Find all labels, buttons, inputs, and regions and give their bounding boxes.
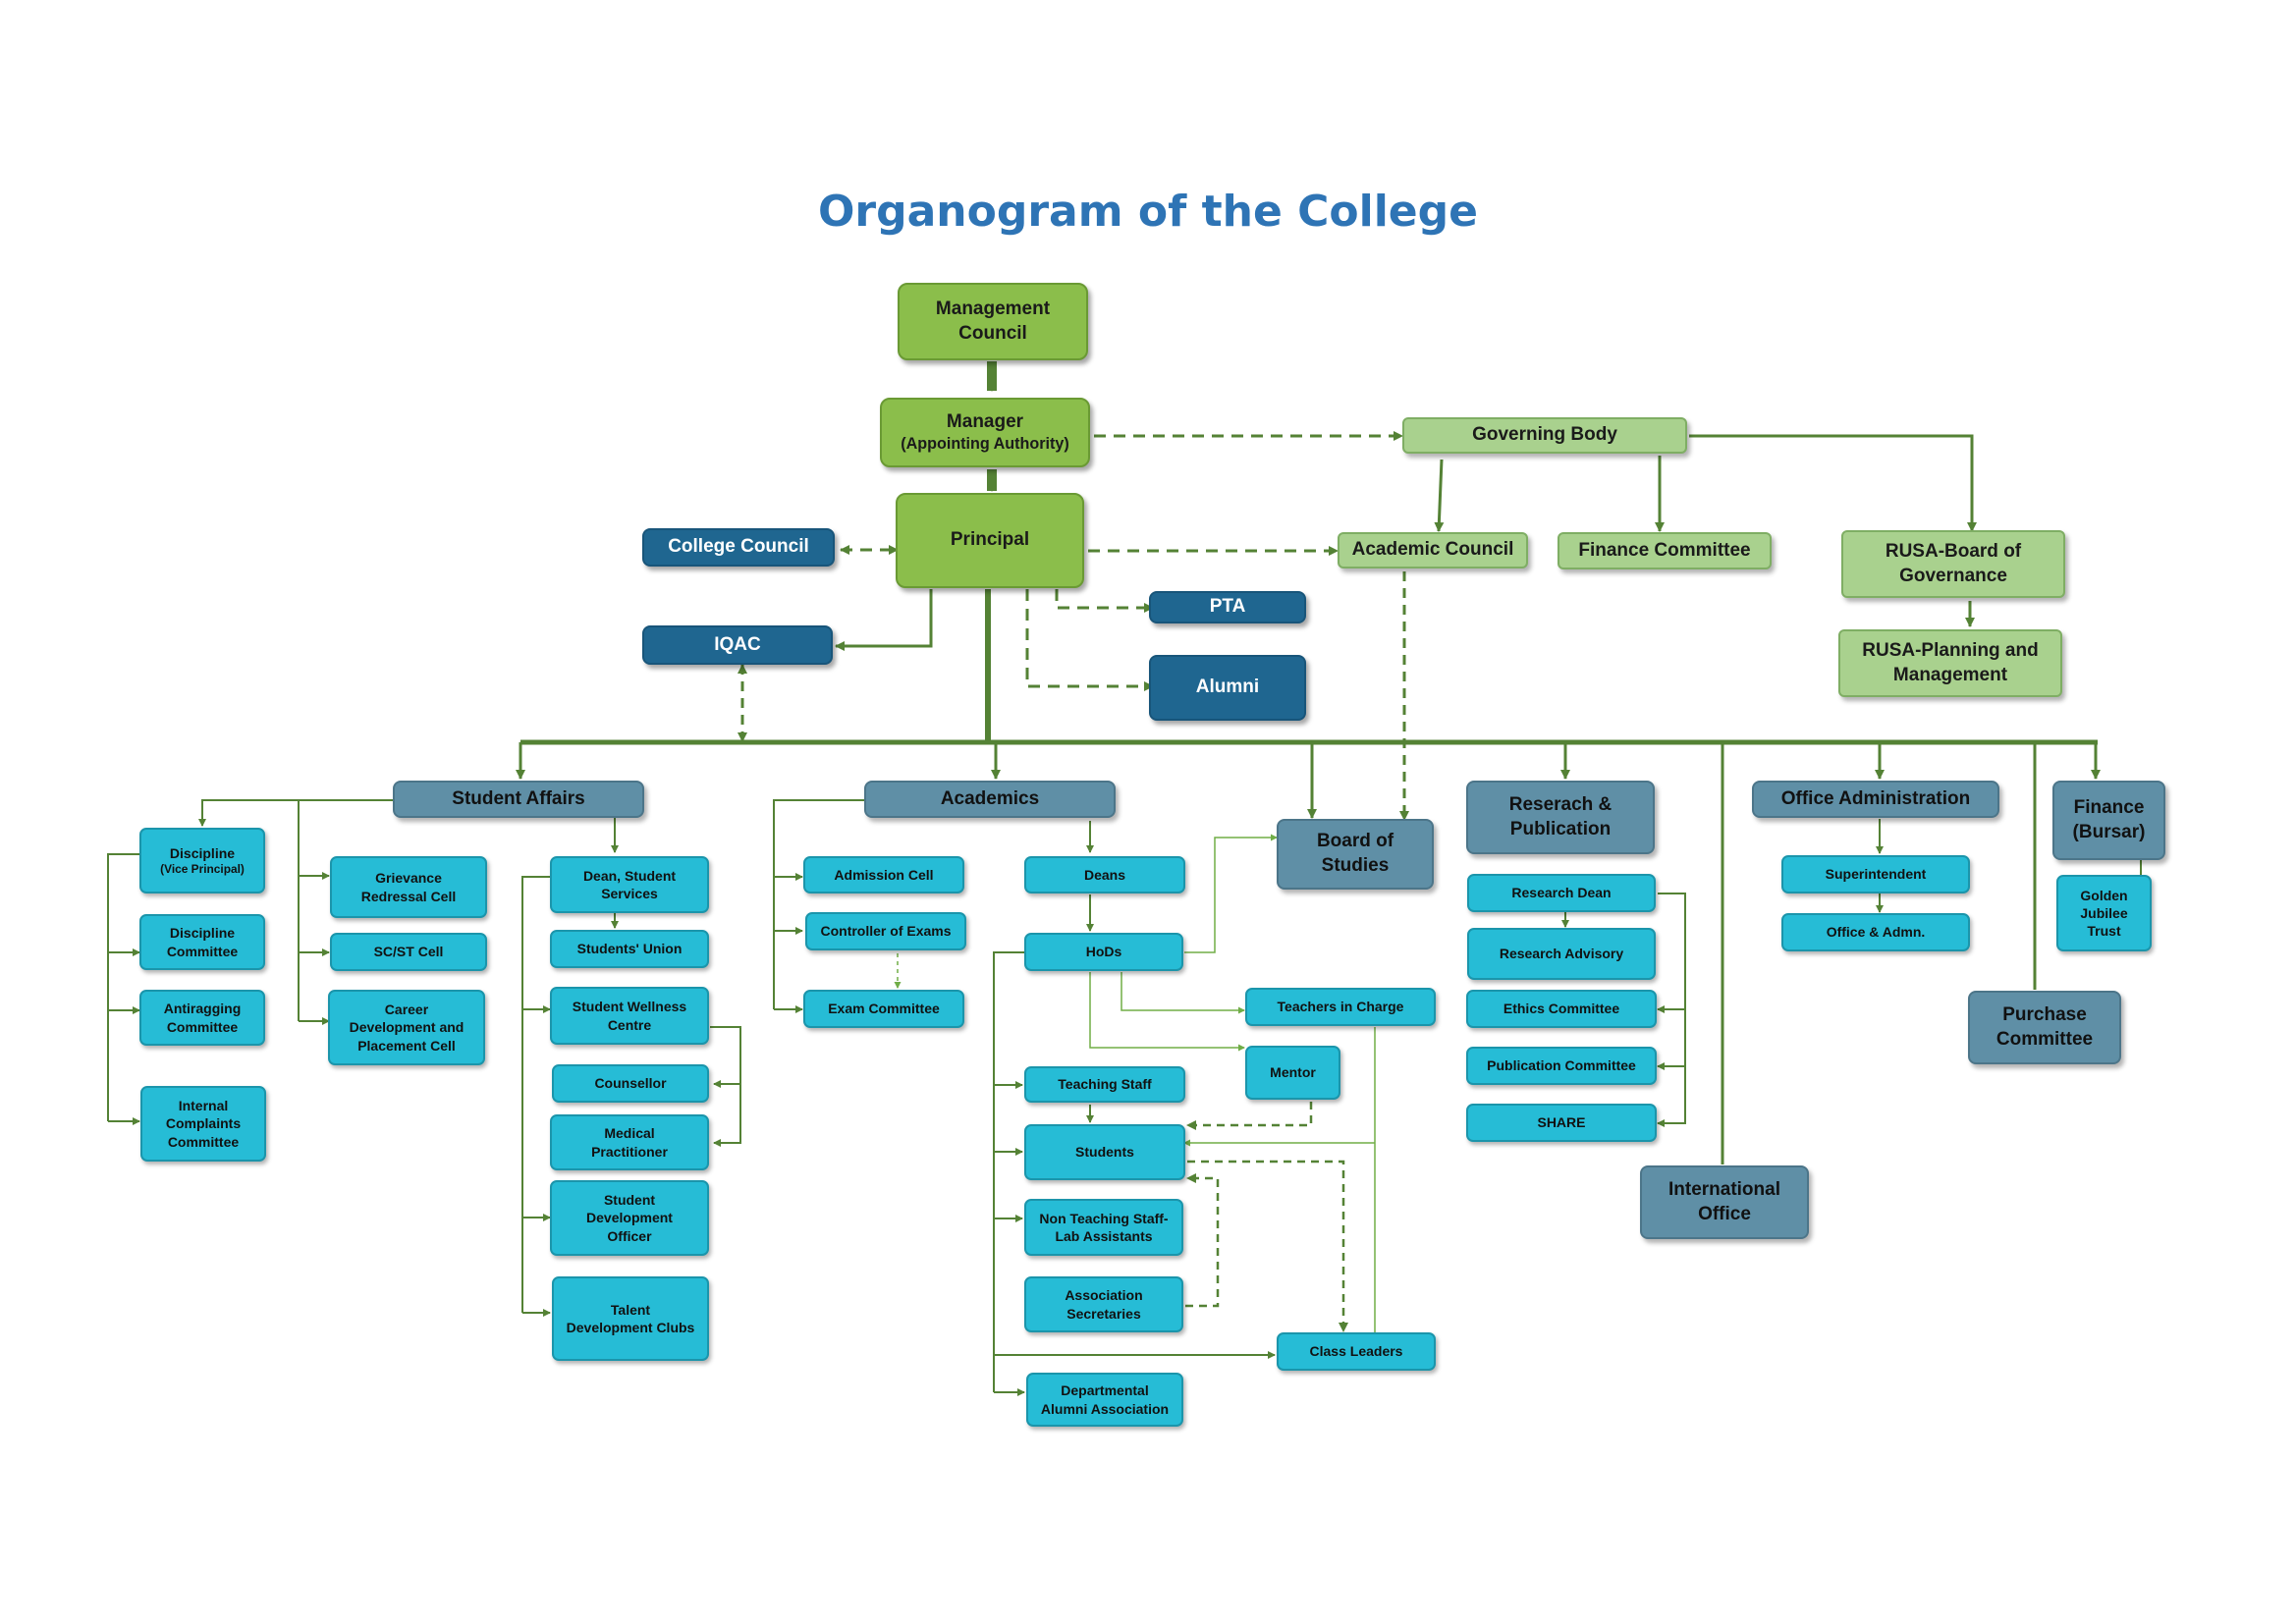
node-medical-practitioner[interactable]: Medical Practitioner — [550, 1114, 709, 1170]
manager-sublabel: (Appointing Authority) — [901, 435, 1069, 454]
node-dean-student-services[interactable]: Dean, Student Services — [550, 856, 709, 913]
page-title: Organogram of the College — [818, 187, 1478, 237]
node-finance-committee[interactable]: Finance Committee — [1558, 532, 1772, 569]
node-association-secretaries[interactable]: Association Secretaries — [1024, 1276, 1183, 1332]
node-finance-bursar[interactable]: Finance (Bursar) — [2052, 781, 2165, 860]
node-board-of-studies[interactable]: Board of Studies — [1277, 819, 1434, 890]
node-antiragging-committee[interactable]: Antiragging Committee — [139, 990, 265, 1046]
node-alumni[interactable]: Alumni — [1149, 655, 1306, 721]
node-exam-committee[interactable]: Exam Committee — [803, 990, 964, 1028]
node-ethics-committee[interactable]: Ethics Committee — [1466, 990, 1657, 1028]
node-deans[interactable]: Deans — [1024, 856, 1185, 893]
node-internal-complaints[interactable]: Internal Complaints Committee — [140, 1086, 266, 1162]
node-research-dean[interactable]: Research Dean — [1467, 874, 1656, 912]
node-career-cell[interactable]: Career Development and Placement Cell — [328, 990, 485, 1065]
discipline-vp-label: Discipline — [169, 844, 236, 861]
node-discipline-committee[interactable]: Discipline Committee — [139, 914, 265, 970]
node-controller-exams[interactable]: Controller of Exams — [805, 912, 966, 950]
node-wellness-centre[interactable]: Student Wellness Centre — [550, 987, 709, 1045]
node-share[interactable]: SHARE — [1466, 1104, 1657, 1142]
node-non-teaching[interactable]: Non Teaching Staff- Lab Assistants — [1024, 1199, 1183, 1256]
node-hods[interactable]: HoDs — [1024, 933, 1183, 971]
node-teaching-staff[interactable]: Teaching Staff — [1024, 1066, 1185, 1103]
node-counsellor[interactable]: Counsellor — [552, 1064, 709, 1103]
discipline-vp-sublabel: (Vice Principal) — [160, 861, 245, 876]
node-rusa-board[interactable]: RUSA-Board of Governance — [1841, 530, 2065, 598]
node-student-dev-officer[interactable]: Student Development Officer — [550, 1180, 709, 1256]
node-class-leaders[interactable]: Class Leaders — [1277, 1332, 1436, 1371]
node-publication-committee[interactable]: Publication Committee — [1466, 1047, 1657, 1085]
node-superintendent[interactable]: Superintendent — [1781, 855, 1970, 893]
node-student-affairs[interactable]: Student Affairs — [393, 781, 644, 818]
node-mentor[interactable]: Mentor — [1245, 1046, 1340, 1100]
node-governing-body[interactable]: Governing Body — [1402, 417, 1687, 454]
node-management-council[interactable]: Management Council — [898, 283, 1088, 360]
node-principal[interactable]: Principal — [896, 493, 1084, 588]
node-rusa-planning[interactable]: RUSA-Planning and Management — [1838, 629, 2062, 697]
node-college-council[interactable]: College Council — [642, 528, 835, 567]
node-scst-cell[interactable]: SC/ST Cell — [330, 933, 487, 971]
node-research-publication[interactable]: Reserach & Publication — [1466, 781, 1655, 854]
node-research-advisory[interactable]: Research Advisory — [1467, 928, 1656, 980]
node-office-admn[interactable]: Office & Admn. — [1781, 913, 1970, 951]
node-iqac[interactable]: IQAC — [642, 625, 833, 665]
node-students-union[interactable]: Students' Union — [550, 930, 709, 968]
node-dept-alumni[interactable]: Departmental Alumni Association — [1026, 1373, 1183, 1427]
node-manager[interactable]: Manager (Appointing Authority) — [880, 398, 1090, 467]
node-international-office[interactable]: International Office — [1640, 1165, 1809, 1239]
node-students[interactable]: Students — [1024, 1124, 1185, 1180]
node-talent-clubs[interactable]: Talent Development Clubs — [552, 1276, 709, 1361]
node-golden-jubilee[interactable]: Golden Jubilee Trust — [2056, 875, 2152, 951]
node-teachers-in-charge[interactable]: Teachers in Charge — [1245, 988, 1436, 1026]
node-academics[interactable]: Academics — [864, 781, 1116, 818]
node-purchase-committee[interactable]: Purchase Committee — [1968, 991, 2121, 1064]
node-pta[interactable]: PTA — [1149, 591, 1306, 623]
manager-label: Manager — [946, 410, 1024, 432]
node-office-administration[interactable]: Office Administration — [1752, 781, 1999, 818]
node-grievance-cell[interactable]: Grievance Redressal Cell — [330, 856, 487, 918]
node-admission-cell[interactable]: Admission Cell — [803, 856, 964, 893]
node-academic-council[interactable]: Academic Council — [1338, 532, 1528, 568]
node-discipline-vp[interactable]: Discipline (Vice Principal) — [139, 828, 265, 893]
